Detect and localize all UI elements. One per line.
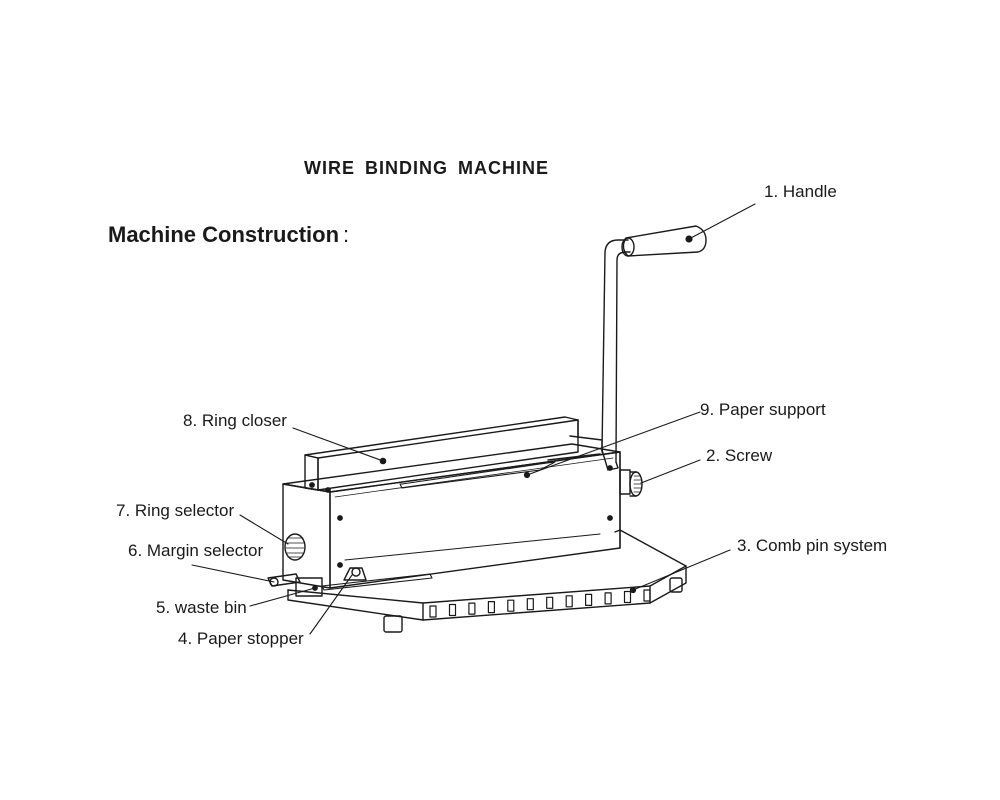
label-screw: 2. Screw bbox=[706, 446, 773, 465]
comb-slot bbox=[623, 590, 632, 604]
label-handle: 1. Handle bbox=[764, 182, 837, 201]
ring-selector-knob bbox=[284, 533, 306, 561]
diagram-title: WIRE BINDING MACHINE bbox=[304, 158, 549, 178]
handle-lever bbox=[601, 225, 707, 471]
section-heading-text: Machine Construction bbox=[108, 222, 340, 247]
comb-slot bbox=[526, 598, 534, 611]
margin-selector-parts bbox=[267, 567, 367, 597]
leader-ring-closer bbox=[292, 427, 384, 462]
label-paper-support: 9. Paper support bbox=[700, 400, 826, 419]
comb-slot bbox=[604, 592, 612, 605]
leader-handle bbox=[688, 203, 756, 240]
leader-paper-stopper bbox=[309, 574, 353, 635]
comb-slot bbox=[448, 603, 457, 617]
leader-comb-pin-system bbox=[632, 549, 731, 591]
leader-ring-selector bbox=[239, 514, 289, 545]
label-ring-closer: 8. Ring closer bbox=[183, 411, 287, 430]
label-waste-bin: 5. waste bin bbox=[156, 598, 247, 617]
main-body bbox=[282, 443, 621, 589]
comb-slot bbox=[468, 602, 476, 615]
comb-slot bbox=[643, 589, 651, 602]
ring-closer-bar bbox=[304, 416, 603, 491]
leader-margin-selector bbox=[191, 564, 275, 583]
leader-waste-bin bbox=[249, 587, 316, 607]
label-margin-selector: 6. Margin selector bbox=[128, 541, 264, 560]
comb-pin-slots bbox=[429, 589, 651, 618]
label-comb-pin-system: 3. Comb pin system bbox=[737, 536, 888, 555]
comb-slot bbox=[507, 599, 515, 612]
comb-slot bbox=[546, 596, 554, 609]
leader-dot-handle bbox=[685, 235, 693, 243]
section-heading-colon: : bbox=[343, 222, 350, 247]
leader-lines bbox=[191, 203, 756, 635]
comb-slot bbox=[429, 605, 437, 618]
label-paper-stopper: 4. Paper stopper bbox=[178, 629, 304, 648]
leader-dot-comb-pin-system bbox=[629, 586, 637, 594]
comb-slot bbox=[565, 595, 573, 608]
label-ring-selector: 7. Ring selector bbox=[116, 501, 235, 520]
leader-paper-support bbox=[526, 411, 701, 476]
section-heading: Machine Construction: bbox=[108, 222, 349, 248]
paper-support-wire bbox=[399, 453, 601, 489]
comb-slot bbox=[584, 593, 593, 607]
screw-knob bbox=[619, 469, 643, 497]
comb-slot bbox=[487, 600, 495, 614]
leader-screw bbox=[640, 459, 701, 484]
